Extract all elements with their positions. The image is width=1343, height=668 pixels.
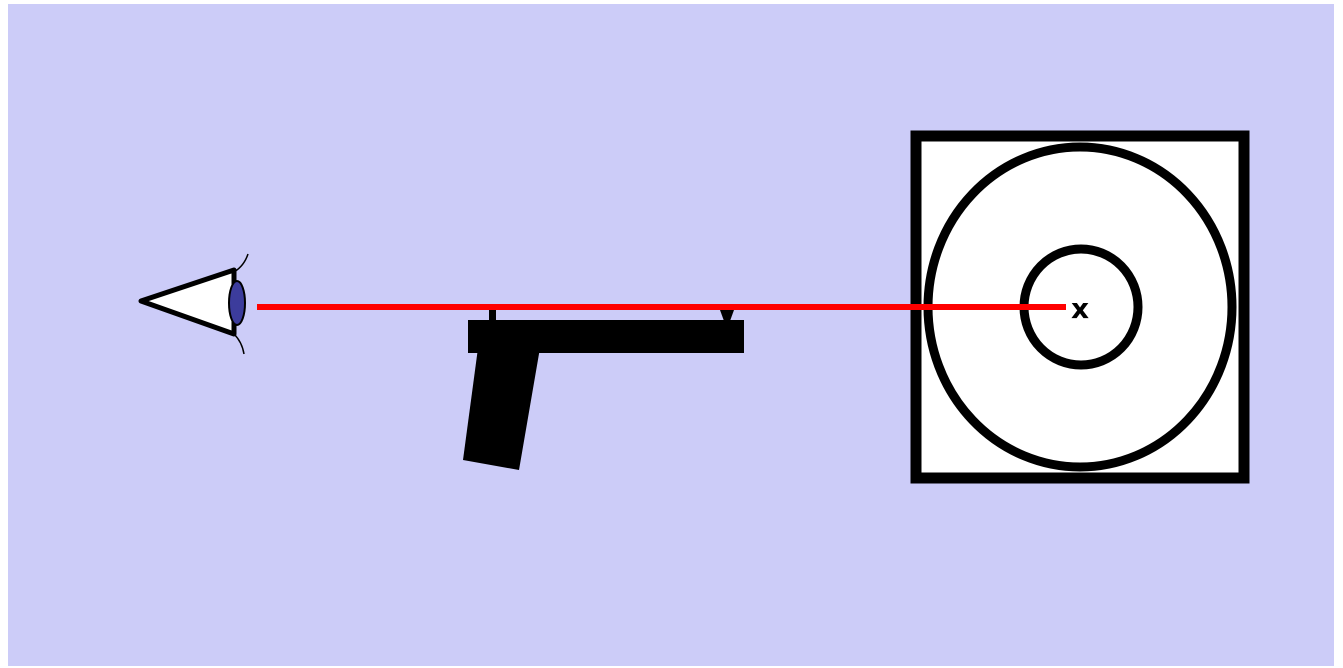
aim-point-label: x [1071, 292, 1089, 325]
eye-iris [229, 281, 245, 325]
